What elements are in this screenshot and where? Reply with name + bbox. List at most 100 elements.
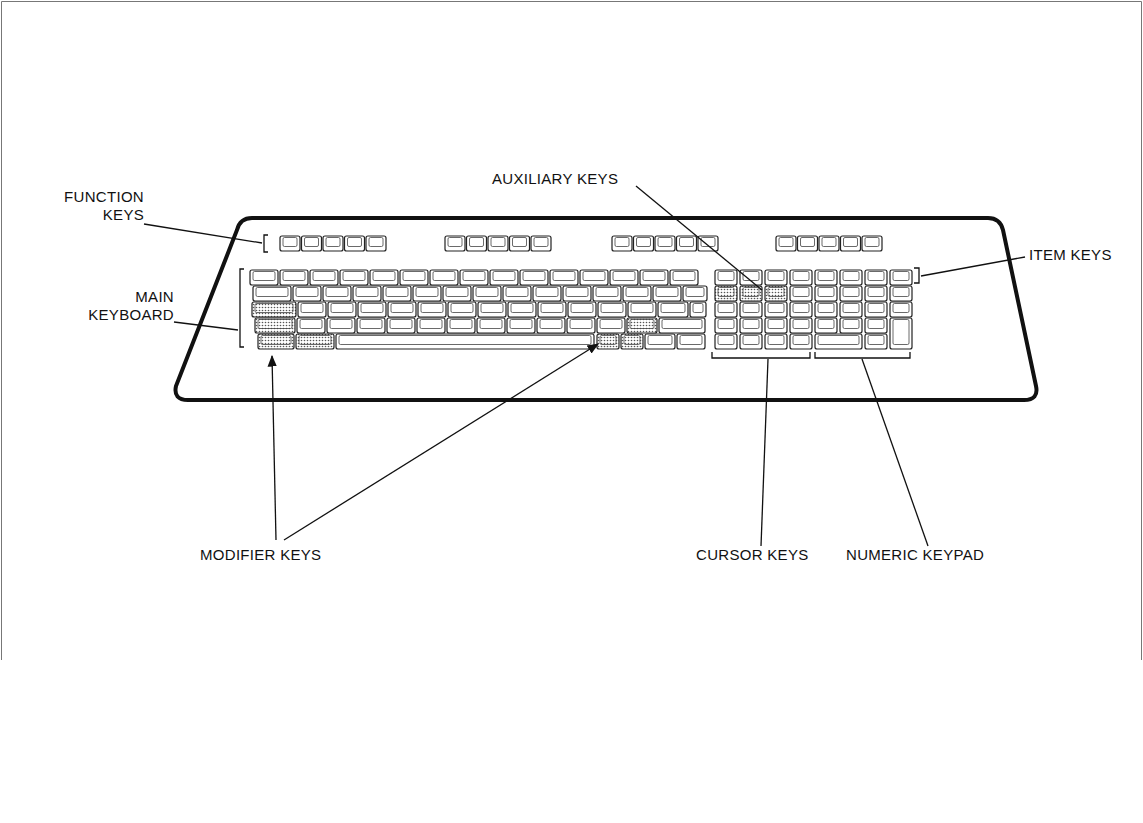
key-top [301, 304, 323, 313]
leader-lines [144, 186, 1025, 546]
key-cap [670, 270, 698, 285]
key-top [768, 272, 784, 281]
key-cap [445, 236, 465, 251]
key-top [626, 288, 648, 297]
key-top [391, 304, 413, 313]
key-top [541, 304, 563, 313]
key-cap [740, 302, 762, 317]
key-cap [366, 236, 386, 251]
key-top [662, 320, 702, 329]
key-top [868, 320, 884, 329]
key-top [463, 272, 485, 281]
key-top [680, 238, 694, 247]
key-cap [568, 302, 596, 317]
key-cap [640, 270, 668, 285]
key-cap [840, 270, 862, 285]
key-top [255, 304, 293, 313]
key-cap [550, 270, 578, 285]
key-cap [563, 286, 591, 301]
key-top [536, 288, 558, 297]
key-cap [460, 270, 488, 285]
key-top [630, 320, 654, 329]
key-cap [448, 302, 476, 317]
key-top [818, 272, 834, 281]
key-cap [488, 236, 508, 251]
key-cap [310, 270, 338, 285]
key-cap [865, 318, 887, 333]
key-cap [612, 236, 632, 251]
key-cap [815, 318, 837, 333]
key-cap [627, 318, 657, 333]
key-cap [418, 302, 446, 317]
key-cap [690, 302, 706, 317]
key-top [361, 304, 383, 313]
key-top [718, 288, 734, 297]
key-top [451, 304, 473, 313]
key-cap [776, 236, 796, 251]
key-cap [740, 334, 762, 349]
key-cap [621, 334, 643, 349]
key-cap [840, 318, 862, 333]
key-cap [715, 318, 737, 333]
key-cap [819, 236, 839, 251]
key-cap [340, 270, 368, 285]
key-cap [658, 302, 688, 317]
callout-label: CURSOR KEYS [696, 546, 826, 564]
key-top [868, 288, 884, 297]
key-top [793, 320, 809, 329]
key-top [743, 320, 759, 329]
key-top [420, 320, 442, 329]
key-top [330, 320, 352, 329]
key-top [793, 336, 809, 345]
key-cap [715, 302, 737, 317]
key-top [680, 336, 702, 345]
key-cap [537, 318, 565, 333]
key-top [511, 304, 533, 313]
key-top [448, 238, 462, 247]
key-top [523, 272, 545, 281]
key-top [600, 320, 622, 329]
key-top [822, 238, 836, 247]
key-top [403, 272, 425, 281]
key-cap [765, 318, 787, 333]
key-cap [790, 334, 812, 349]
key-top [793, 304, 809, 313]
key-cap [250, 270, 278, 285]
key-top [779, 238, 793, 247]
key-cap [533, 286, 561, 301]
key-top [768, 304, 784, 313]
key-top [534, 238, 548, 247]
key-cap [815, 334, 862, 349]
key-top [343, 272, 365, 281]
key-cap [790, 302, 812, 317]
key-cap [865, 334, 887, 349]
keyboard-outline [176, 218, 1037, 400]
key-top [656, 288, 678, 297]
key-top [893, 320, 909, 345]
key-top [326, 238, 340, 247]
key-top [481, 304, 503, 313]
key-top [615, 238, 629, 247]
key-cap [580, 270, 608, 285]
key-top [416, 288, 438, 297]
key-top [601, 304, 623, 313]
key-top [348, 238, 362, 247]
key-cap [297, 318, 325, 333]
callout-label: AUXILIARY KEYS [492, 170, 652, 188]
key-cap [255, 318, 295, 333]
key-cap [890, 270, 912, 285]
key-cap [467, 236, 487, 251]
key-top [386, 288, 408, 297]
key-cap [323, 286, 351, 301]
key-top [553, 272, 575, 281]
key-cap [840, 302, 862, 317]
key-top [631, 304, 653, 313]
key-cap [815, 302, 837, 317]
key-cap [890, 286, 912, 301]
key-top [600, 336, 616, 345]
key-cap [370, 270, 398, 285]
key-cap [328, 302, 356, 317]
key-top [313, 272, 335, 281]
key-top [253, 272, 275, 281]
key-top [513, 238, 527, 247]
